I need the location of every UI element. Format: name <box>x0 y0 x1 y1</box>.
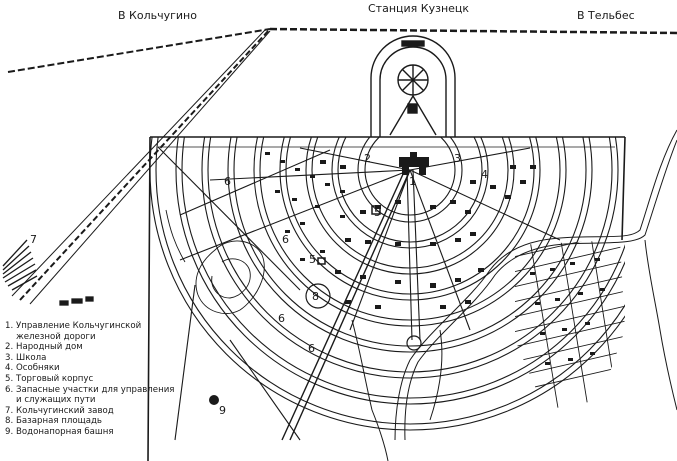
eastern-quarter <box>515 240 625 410</box>
legend-number: 8. <box>5 416 14 427</box>
legend-number <box>5 395 16 406</box>
legend-text: Народный дом <box>16 342 83 353</box>
legend-item: 8.Базарная площадь <box>5 416 180 427</box>
legend-item: 6.Запасные участки для управления <box>5 385 180 396</box>
legend-number <box>5 332 16 343</box>
marker-6d: 6 <box>308 342 315 355</box>
marker-1: 1 <box>409 175 416 188</box>
legend-text: Торговый корпус <box>16 373 94 384</box>
legend-number: 1. <box>5 321 14 331</box>
station-square <box>370 35 456 137</box>
river <box>351 129 677 461</box>
legend-item: 7.Кольчугинский завод <box>5 406 180 417</box>
marker-3: 3 <box>454 152 461 165</box>
marker-9: 9 <box>219 404 226 417</box>
legend-number: 4. <box>5 363 14 374</box>
station-label: Станция Кузнецк <box>368 2 470 15</box>
map-legend: 1.Управление Кольчугинской железной доро… <box>5 321 180 438</box>
legend-item: 2.Народный дом <box>5 342 180 353</box>
marker-6b: 6 <box>282 233 289 246</box>
marker-6a: 6 <box>224 175 231 188</box>
marker-8: 8 <box>312 290 319 303</box>
residential-houses <box>265 152 536 309</box>
legend-item: 1.Управление Кольчугинской <box>5 321 180 332</box>
legend-text: Особняки <box>16 363 60 374</box>
park-west <box>165 209 265 314</box>
legend-text: и служащих пути <box>16 395 96 406</box>
direction-left-label: В Кольчугино <box>118 9 197 22</box>
legend-number: 9. <box>5 426 14 437</box>
legend-item: 5.Торговый корпус <box>5 374 180 385</box>
legend-number: 3. <box>5 352 14 363</box>
legend-text: Школа <box>16 352 47 363</box>
legend-text: Водонапорная башня <box>16 426 114 437</box>
marker-5b: 5 <box>309 253 316 266</box>
legend-item: 9.Водонапорная башня <box>5 427 180 438</box>
legend-number: 7. <box>5 405 14 416</box>
legend-text: Кольчугинский завод <box>16 405 114 416</box>
marker-2: 2 <box>364 152 371 165</box>
legend-item: 3.Школа <box>5 353 180 364</box>
legend-item: 4.Особняки <box>5 363 180 374</box>
marker-7: 7 <box>30 233 37 246</box>
legend-text: Базарная площадь <box>16 416 102 427</box>
marker-5a: 5 <box>374 206 381 219</box>
factory-site <box>2 239 94 306</box>
legend-item: и служащих пути <box>5 395 180 406</box>
legend-number: 6. <box>5 384 14 395</box>
water-tower <box>209 395 219 405</box>
legend-text: железной дороги <box>16 331 96 342</box>
railway-administration-building <box>399 152 429 175</box>
legend-text: Запасные участки для управления <box>16 384 175 395</box>
marker-4: 4 <box>481 168 488 181</box>
town-blocks <box>147 136 626 461</box>
marker-6c: 6 <box>278 312 285 325</box>
legend-item: железной дороги <box>5 332 180 343</box>
legend-text: Управление Кольчугинской <box>16 321 142 331</box>
market-square <box>305 283 422 351</box>
legend-number: 2. <box>5 342 14 353</box>
plan-markers: 1 2 3 4 5 5 6 6 6 6 7 8 9 <box>30 152 488 417</box>
legend-number: 5. <box>5 373 14 384</box>
direction-right-label: В Тельбес <box>577 9 635 22</box>
